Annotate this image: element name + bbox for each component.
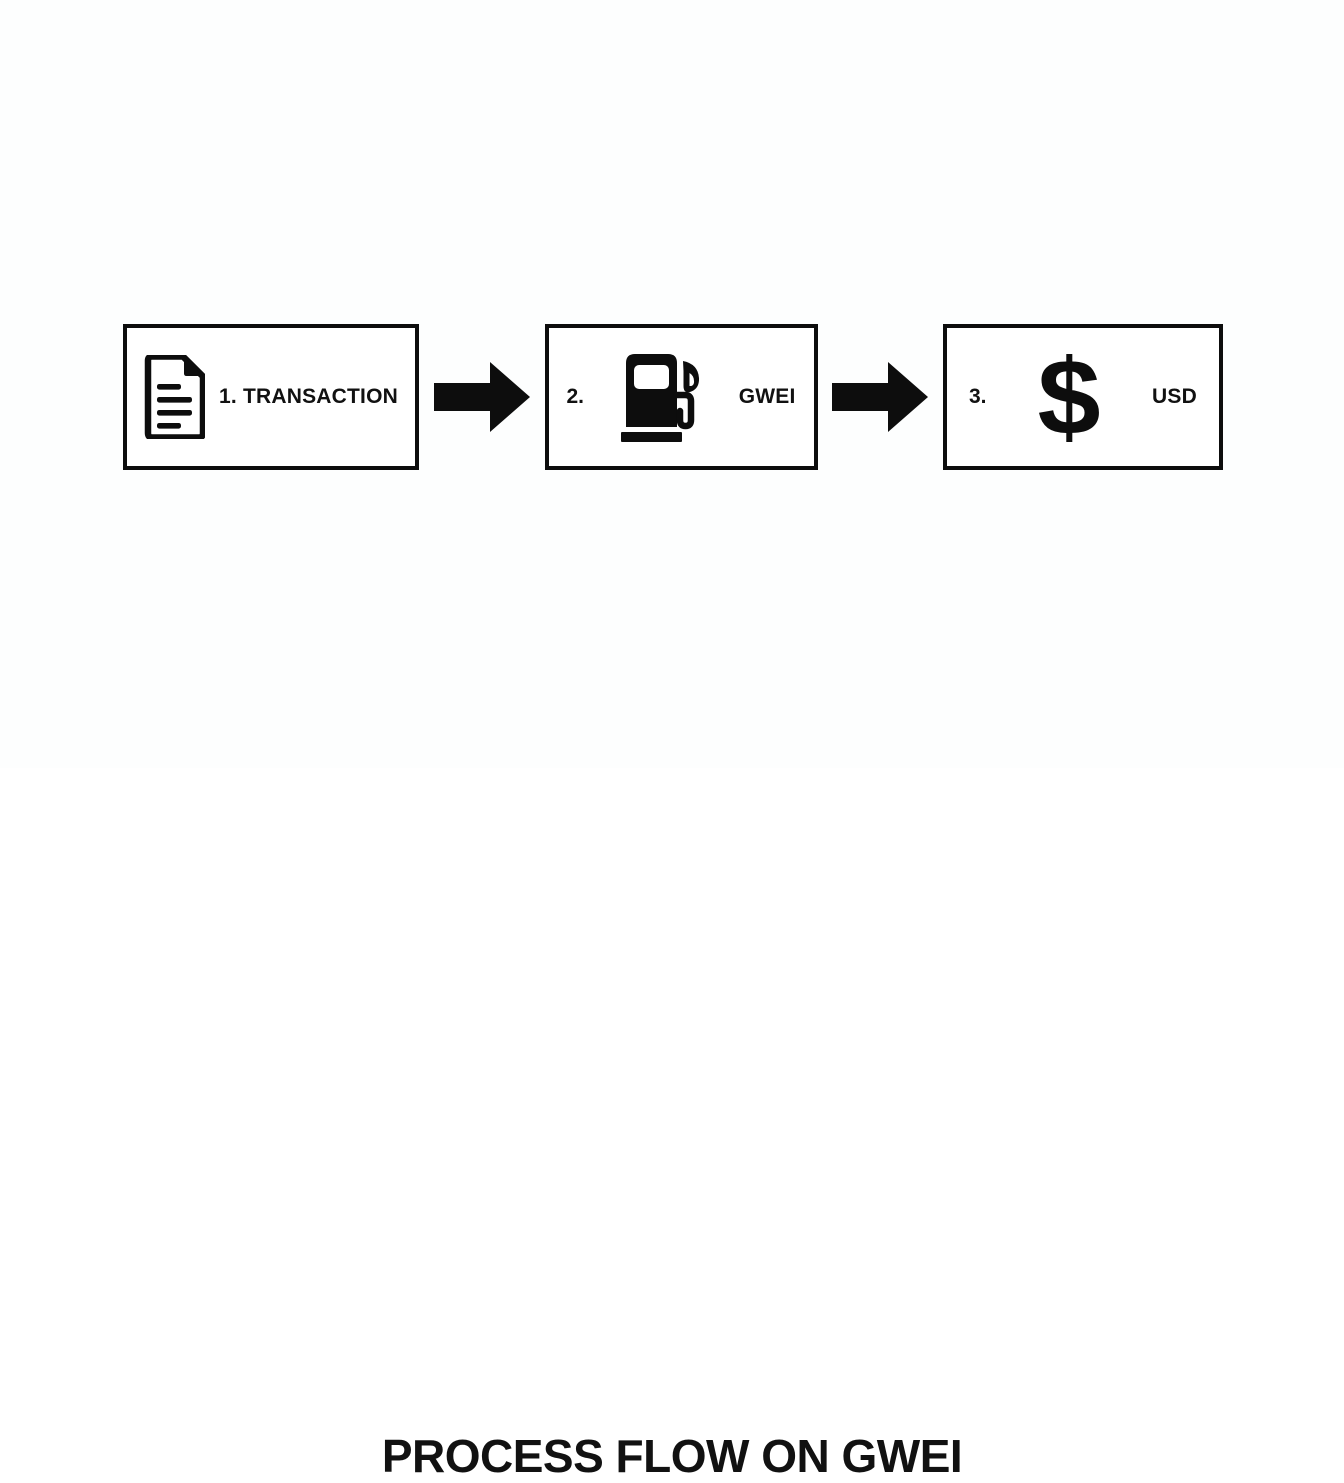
dollar-sign-icon: $ — [1037, 335, 1101, 457]
flow-step-3[interactable]: 3. $ USD — [943, 324, 1223, 470]
flow-step-1[interactable]: 1. TRANSACTION — [123, 324, 419, 470]
flow-step-3-content: 3. $ USD — [947, 335, 1219, 457]
flow-step-2-label: GWEI — [738, 385, 796, 408]
arrow-slot-2 — [818, 362, 944, 432]
document-icon — [143, 355, 205, 439]
flow-step-3-number: 3. — [969, 385, 987, 408]
slide-canvas: PROCESS FLOW ON GWEI 1. TRANSACTION — [123, 324, 1223, 1482]
arrow-slot-1 — [419, 362, 545, 432]
flow-step-1-label: 1. TRANSACTION — [219, 385, 398, 408]
flow-step-1-content: 1. TRANSACTION — [127, 355, 398, 439]
flow-step-3-label: USD — [1152, 385, 1197, 408]
flow-step-2-content: 2. GWEI — [549, 351, 814, 443]
gas-pump-icon — [619, 351, 703, 443]
flow-step-2-number: 2. — [566, 385, 585, 408]
arrow-right-icon — [433, 362, 530, 432]
page-title: PROCESS FLOW ON GWEI — [381, 1430, 963, 1482]
flow-step-2[interactable]: 2. GWEI — [544, 324, 818, 470]
process-flow-diagram: 1. TRANSACTION 2. — [123, 324, 1223, 470]
arrow-right-icon — [832, 362, 929, 432]
